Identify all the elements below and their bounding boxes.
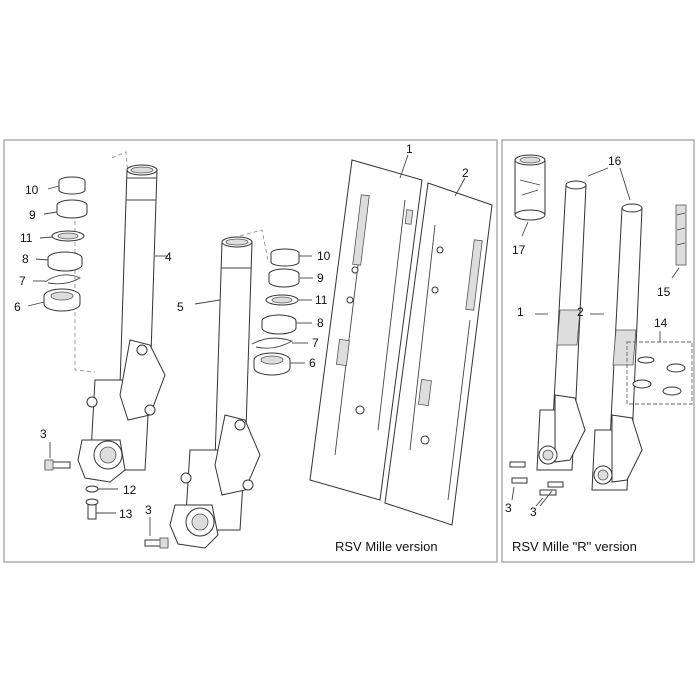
callout-3d: 3 — [530, 505, 537, 519]
callout-13: 13 — [119, 507, 133, 521]
callout-11: 11 — [20, 231, 33, 245]
left-washer-screw: 12 13 — [85, 483, 137, 521]
r-bolts-3: 3 3 — [505, 461, 564, 519]
callout-9b: 9 — [317, 271, 324, 285]
callout-11b: 11 — [315, 293, 328, 307]
middle-bolt-3: 3 — [144, 503, 169, 549]
right-panel-frame — [501, 139, 695, 563]
callout-8b: 8 — [317, 316, 324, 330]
left-bolt-3: 3 — [40, 427, 71, 471]
seal-kit-14: 14 — [626, 316, 693, 405]
r-fork-1: 1 — [517, 180, 587, 471]
callout-7b: 7 — [312, 336, 319, 350]
callout-9: 9 — [29, 208, 36, 222]
callout-16: 16 — [608, 154, 622, 168]
cartridge-panel-1: 1 — [309, 142, 423, 501]
callout-6b: 6 — [309, 356, 316, 370]
caption-right: RSV Mille "R" version — [512, 539, 637, 554]
callout-15: 15 — [657, 285, 671, 299]
callout-3c: 3 — [505, 501, 512, 515]
middle-fork-assembly: 5 — [169, 229, 269, 549]
spring-15: 15 — [657, 204, 687, 299]
callout-7: 7 — [19, 274, 26, 288]
callout-10b: 10 — [317, 249, 331, 263]
callout-12: 12 — [123, 483, 137, 497]
caption-left: RSV Mille version — [335, 539, 438, 554]
cartridge-panel-2: 2 — [384, 166, 493, 526]
left-seal-stack: 10 9 11 8 7 6 — [14, 176, 88, 314]
callout-1a: 1 — [406, 142, 413, 156]
callout-2a: 2 — [462, 166, 469, 180]
callout-3b: 3 — [145, 503, 152, 517]
r-fork-2: 2 — [577, 203, 643, 491]
callout-3a: 3 — [40, 427, 47, 441]
callout-1b: 1 — [517, 305, 524, 319]
middle-seal-stack: 10 9 11 8 7 6 — [251, 248, 331, 376]
callout-2b: 2 — [577, 305, 584, 319]
left-panel-frame — [3, 139, 498, 563]
callout-14: 14 — [654, 316, 668, 330]
callout-8: 8 — [22, 252, 29, 266]
tool-17: 17 — [512, 154, 546, 257]
leader-16a — [587, 167, 609, 177]
left-fork-assembly: 4 — [74, 151, 172, 483]
leader-16b — [619, 167, 631, 201]
callout-10: 10 — [25, 183, 39, 197]
callout-4: 4 — [165, 250, 172, 264]
callout-5: 5 — [177, 300, 184, 314]
callout-17: 17 — [512, 243, 526, 257]
callout-6: 6 — [14, 300, 21, 314]
